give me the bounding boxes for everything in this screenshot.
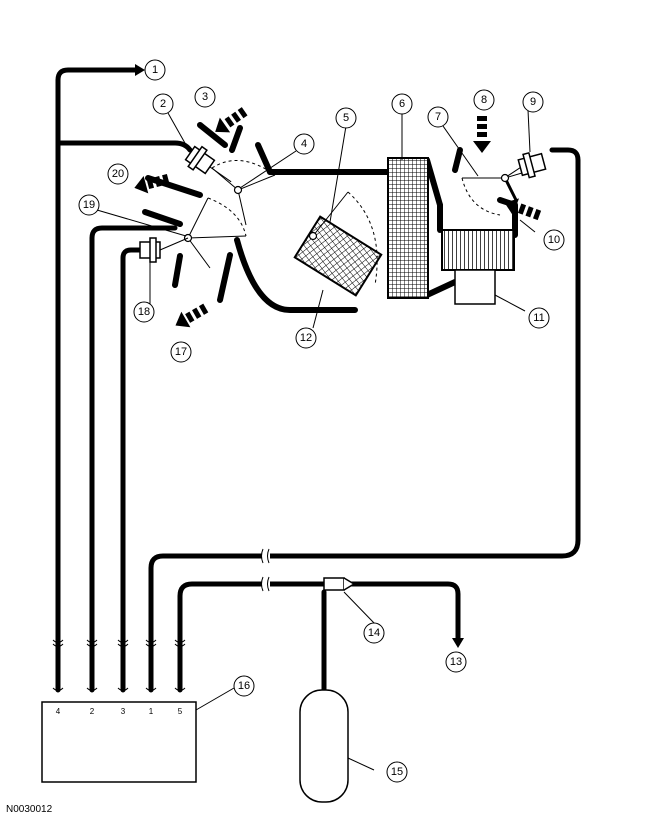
module-connectors — [52, 639, 186, 691]
vacuum-reservoir — [299, 689, 349, 803]
svg-text:11: 11 — [533, 312, 544, 324]
callout-12: 12 — [295, 327, 317, 349]
arrowhead-to-port-1 — [135, 64, 145, 76]
callout-7: 7 — [427, 106, 449, 128]
callout-10: 10 — [543, 229, 565, 251]
blower-motor — [454, 269, 496, 305]
blend-door — [308, 191, 378, 286]
airflow-arrow-17 — [175, 303, 209, 328]
arrowhead-to-port-13 — [452, 638, 464, 648]
svg-text:1: 1 — [152, 64, 158, 76]
module-port-1: 1 — [149, 707, 154, 716]
svg-text:19: 19 — [83, 199, 95, 211]
callout-2: 2 — [152, 93, 174, 115]
callout-19: 19 — [78, 194, 100, 216]
callout-5: 5 — [335, 107, 357, 129]
callout-17: 17 — [170, 341, 192, 363]
callout-4: 4 — [293, 133, 315, 155]
control-module — [41, 701, 197, 783]
svg-text:10: 10 — [548, 234, 560, 246]
svg-text:12: 12 — [300, 332, 312, 344]
callout-1: 1 — [144, 59, 166, 81]
callout-14: 14 — [363, 622, 385, 644]
callout-8: 8 — [473, 89, 495, 111]
callout-15: 15 — [386, 761, 408, 783]
figure-id: N0030012 — [6, 804, 53, 815]
callout-9: 9 — [522, 91, 544, 113]
airflow-arrow-3 — [215, 107, 248, 133]
svg-text:4: 4 — [301, 138, 307, 150]
airflow-arrow-8 — [473, 116, 491, 153]
module-port-2: 2 — [90, 707, 95, 716]
svg-text:7: 7 — [435, 111, 441, 123]
vacuum-line-to-port-13 — [349, 581, 461, 643]
callout-6: 6 — [391, 93, 413, 115]
check-valve — [323, 577, 356, 591]
airflow-arrow-20 — [134, 173, 170, 194]
callout-18: 18 — [133, 301, 155, 323]
svg-text:20: 20 — [112, 168, 124, 180]
svg-text:9: 9 — [530, 96, 536, 108]
vacuum-line-3 — [120, 247, 143, 693]
svg-text:17: 17 — [175, 346, 187, 358]
vacuum-line-4 — [55, 67, 138, 693]
vacuum-line-2 — [89, 225, 178, 693]
callout-16: 16 — [233, 675, 255, 697]
svg-text:14: 14 — [368, 627, 380, 639]
svg-text:6: 6 — [399, 98, 405, 110]
actuator-9 — [506, 151, 547, 179]
svg-text:5: 5 — [343, 112, 349, 124]
module-port-4: 4 — [56, 707, 61, 716]
svg-text:8: 8 — [481, 94, 487, 106]
actuator-2 — [184, 145, 232, 183]
evaporator-core — [387, 157, 429, 299]
leader-lines — [96, 109, 536, 771]
vacuum-line-1 — [148, 147, 581, 693]
actuator-18 — [139, 237, 189, 263]
svg-text:16: 16 — [238, 680, 250, 692]
svg-text:3: 3 — [202, 91, 208, 103]
callout-3: 3 — [194, 86, 216, 108]
callout-11: 11 — [528, 307, 550, 329]
svg-text:2: 2 — [160, 98, 166, 110]
svg-text:13: 13 — [450, 656, 462, 668]
airflow-arrow-10 — [504, 198, 542, 221]
callout-13: 13 — [445, 651, 467, 673]
blower-wheel — [441, 229, 515, 271]
module-port-5: 5 — [178, 707, 183, 716]
heater-core — [293, 215, 383, 297]
vacuum-line-2-branch — [55, 140, 193, 153]
vacuum-line-5 — [177, 581, 327, 693]
svg-text:18: 18 — [138, 306, 150, 318]
mode-door-upper — [211, 159, 276, 226]
mode-door-lower — [183, 197, 247, 269]
svg-text:15: 15 — [391, 766, 403, 778]
module-port-3: 3 — [121, 707, 126, 716]
vacuum-lines — [55, 67, 581, 693]
callout-20: 20 — [107, 163, 129, 185]
